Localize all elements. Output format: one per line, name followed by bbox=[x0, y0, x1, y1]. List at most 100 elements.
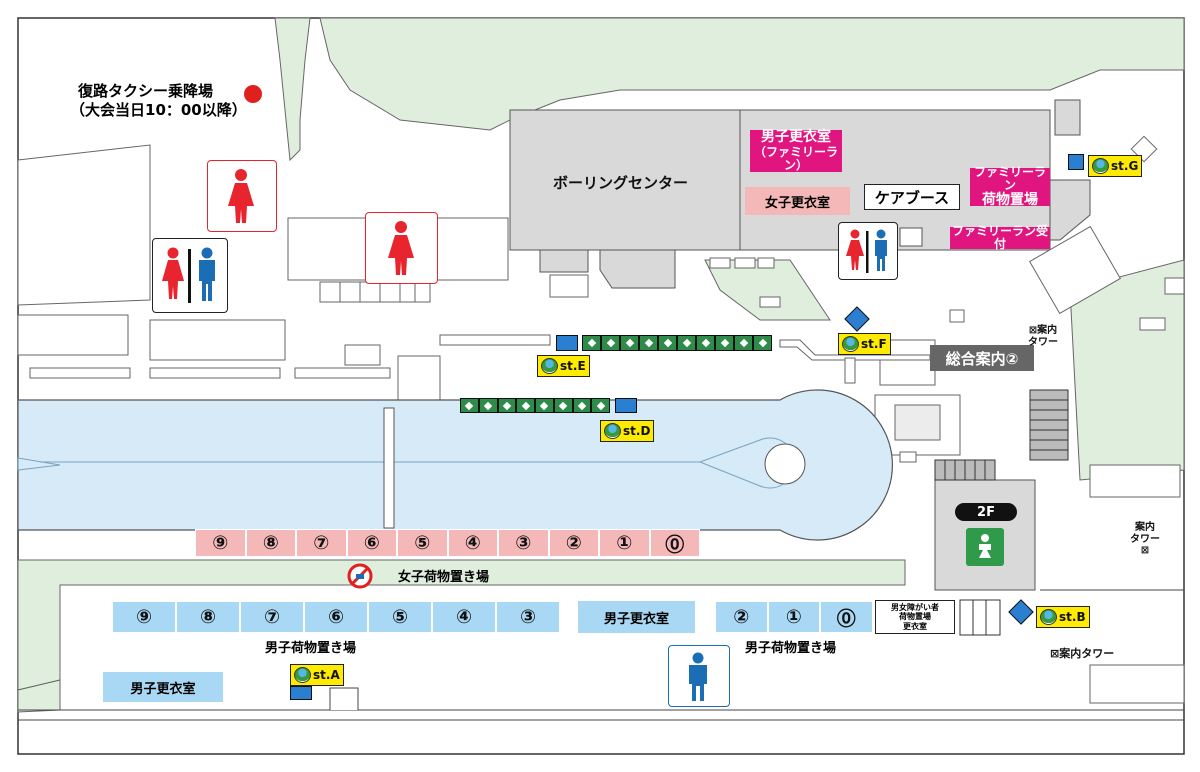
info-tower-1: ⊠案内 タワー bbox=[1028, 325, 1058, 348]
womens-changing-cell-8: ① bbox=[599, 529, 650, 557]
blue-pole-g bbox=[1068, 154, 1084, 170]
bowling-center-label: ボーリングセンター bbox=[553, 174, 689, 192]
roads bbox=[18, 589, 1184, 721]
south-box bbox=[539, 249, 589, 273]
no-entry-icon bbox=[347, 563, 373, 589]
banner-strip-e bbox=[582, 335, 772, 351]
banner-segment bbox=[460, 398, 479, 413]
care-booth: ケアブース bbox=[864, 184, 960, 210]
blue-pole-e bbox=[556, 335, 578, 351]
floor-2f-badge: 2F bbox=[955, 503, 1017, 521]
accessible-line3: 更衣室 bbox=[903, 621, 927, 631]
green-top bbox=[319, 17, 1185, 131]
unisex-restroom-2 bbox=[838, 222, 898, 280]
accessible-line2: 荷物置場 bbox=[899, 612, 931, 622]
station-a[interactable]: st.A bbox=[290, 664, 344, 686]
water-station-icon bbox=[294, 667, 311, 683]
female-restroom-icon bbox=[388, 221, 414, 275]
station-b-label: st.B bbox=[1059, 610, 1086, 624]
banner-segment bbox=[658, 335, 677, 351]
womens-changing-cell-4: ⑤ bbox=[397, 529, 448, 557]
womens-changing-top: 女子更衣室 bbox=[745, 187, 850, 215]
womens-changing-cell-0: ⑨ bbox=[195, 529, 246, 557]
station-g[interactable]: st.G bbox=[1088, 155, 1143, 177]
mens-changing-cell-left-2: ⑦ bbox=[240, 601, 304, 633]
womens-changing-cell-6: ③ bbox=[498, 529, 549, 557]
station-b[interactable]: st.B bbox=[1036, 606, 1090, 628]
mens-family-changing-line1: 男子更衣室 bbox=[761, 129, 831, 146]
station-a-label: st.A bbox=[313, 668, 340, 682]
station-d-label: st.D bbox=[623, 424, 651, 438]
accessible-line1: 男女障がい者 bbox=[891, 603, 939, 613]
left-building bbox=[17, 144, 151, 306]
info-tower-3: ⊠案内タワー bbox=[1050, 647, 1115, 660]
female-restroom-2 bbox=[365, 212, 438, 284]
mens-changing-cell-left-6: ③ bbox=[496, 601, 560, 633]
mens-family-changing-line2: （ファミリーラン） bbox=[753, 144, 838, 172]
green-areas bbox=[17, 17, 1185, 713]
banner-segment bbox=[715, 335, 734, 351]
womens-changing-cell-2: ⑦ bbox=[296, 529, 347, 557]
bar-1 bbox=[29, 367, 131, 379]
water-station-icon bbox=[842, 336, 859, 352]
parking-lines bbox=[339, 282, 416, 302]
green-center bbox=[704, 259, 831, 321]
taxi-label-line2: （大会当日10：00以降） bbox=[70, 101, 247, 119]
east-small bbox=[1054, 99, 1081, 136]
mens-changing-cell-left-4: ⑤ bbox=[368, 601, 432, 633]
womens-changing-cell-9: ⓪ bbox=[649, 529, 700, 557]
banner-segment bbox=[601, 335, 620, 351]
banner-segment bbox=[677, 335, 696, 351]
male-restroom-icon bbox=[689, 652, 707, 701]
unisex-restroom-icon bbox=[846, 229, 887, 273]
family-baggage-line1: ファミリーラン bbox=[973, 165, 1046, 193]
mens-changing-cell-left-3: ⑥ bbox=[304, 601, 368, 633]
water-station-icon bbox=[604, 423, 621, 439]
bridge bbox=[383, 407, 395, 529]
info-tower-2-line2: タワー bbox=[1130, 533, 1160, 545]
station-e[interactable]: st.E bbox=[537, 355, 590, 377]
womens-baggage-label: 女子荷物置き場 bbox=[398, 570, 490, 585]
info-tower-2-line1: 案内 bbox=[1135, 522, 1155, 533]
taxi-label-line1: 復路タクシー乗降場 bbox=[78, 82, 214, 100]
walkways bbox=[439, 334, 931, 384]
station-f[interactable]: st.F bbox=[838, 333, 891, 355]
bar-3 bbox=[294, 367, 391, 379]
station-e-label: st.E bbox=[560, 359, 586, 373]
south-wing bbox=[599, 249, 676, 289]
box-2 bbox=[397, 355, 441, 402]
info-tower-1-line1: ⊠案内 bbox=[1028, 325, 1058, 336]
family-baggage-line2: 荷物置場 bbox=[982, 191, 1038, 208]
banner-segment bbox=[478, 398, 498, 413]
blue-pole-d bbox=[615, 398, 637, 413]
water-station-icon bbox=[541, 358, 558, 374]
no-entry-sign bbox=[347, 563, 373, 589]
banner-segment bbox=[620, 335, 639, 351]
station-d[interactable]: st.D bbox=[600, 420, 655, 442]
womens-changing-cell-7: ② bbox=[548, 529, 599, 557]
box-1 bbox=[344, 344, 381, 366]
unisex-restroom-1 bbox=[152, 238, 228, 313]
mens-changing-cell-right-0: ② bbox=[715, 601, 768, 633]
mens-changing-mid: 男子更衣室 bbox=[578, 601, 695, 633]
female-restroom-1 bbox=[207, 160, 277, 232]
mens-changing-cell-left-5: ④ bbox=[432, 601, 496, 633]
banner-segment bbox=[591, 398, 610, 413]
station-f-label: st.F bbox=[861, 337, 887, 351]
mens-family-changing: 男子更衣室 （ファミリーラン） bbox=[750, 129, 842, 172]
green-strip bbox=[274, 17, 311, 162]
accessible-changing: 男女障がい者 荷物置場 更衣室 bbox=[875, 600, 955, 634]
family-baggage: ファミリーラン 荷物置場 bbox=[970, 165, 1050, 208]
left-lot-1 bbox=[17, 314, 129, 356]
banner-strip-d bbox=[460, 398, 610, 413]
male-restroom bbox=[668, 645, 730, 707]
mens-changing-cell-left-1: ⑧ bbox=[176, 601, 240, 633]
banner-segment bbox=[639, 335, 658, 351]
green-right bbox=[1069, 259, 1185, 481]
stairs bbox=[934, 389, 1069, 481]
female-restroom-icon bbox=[228, 169, 254, 223]
mens-changing-cell-right-1: ① bbox=[767, 601, 820, 633]
banner-segment bbox=[582, 335, 601, 351]
info-tower-2-line3: ⊠ bbox=[1140, 545, 1150, 556]
